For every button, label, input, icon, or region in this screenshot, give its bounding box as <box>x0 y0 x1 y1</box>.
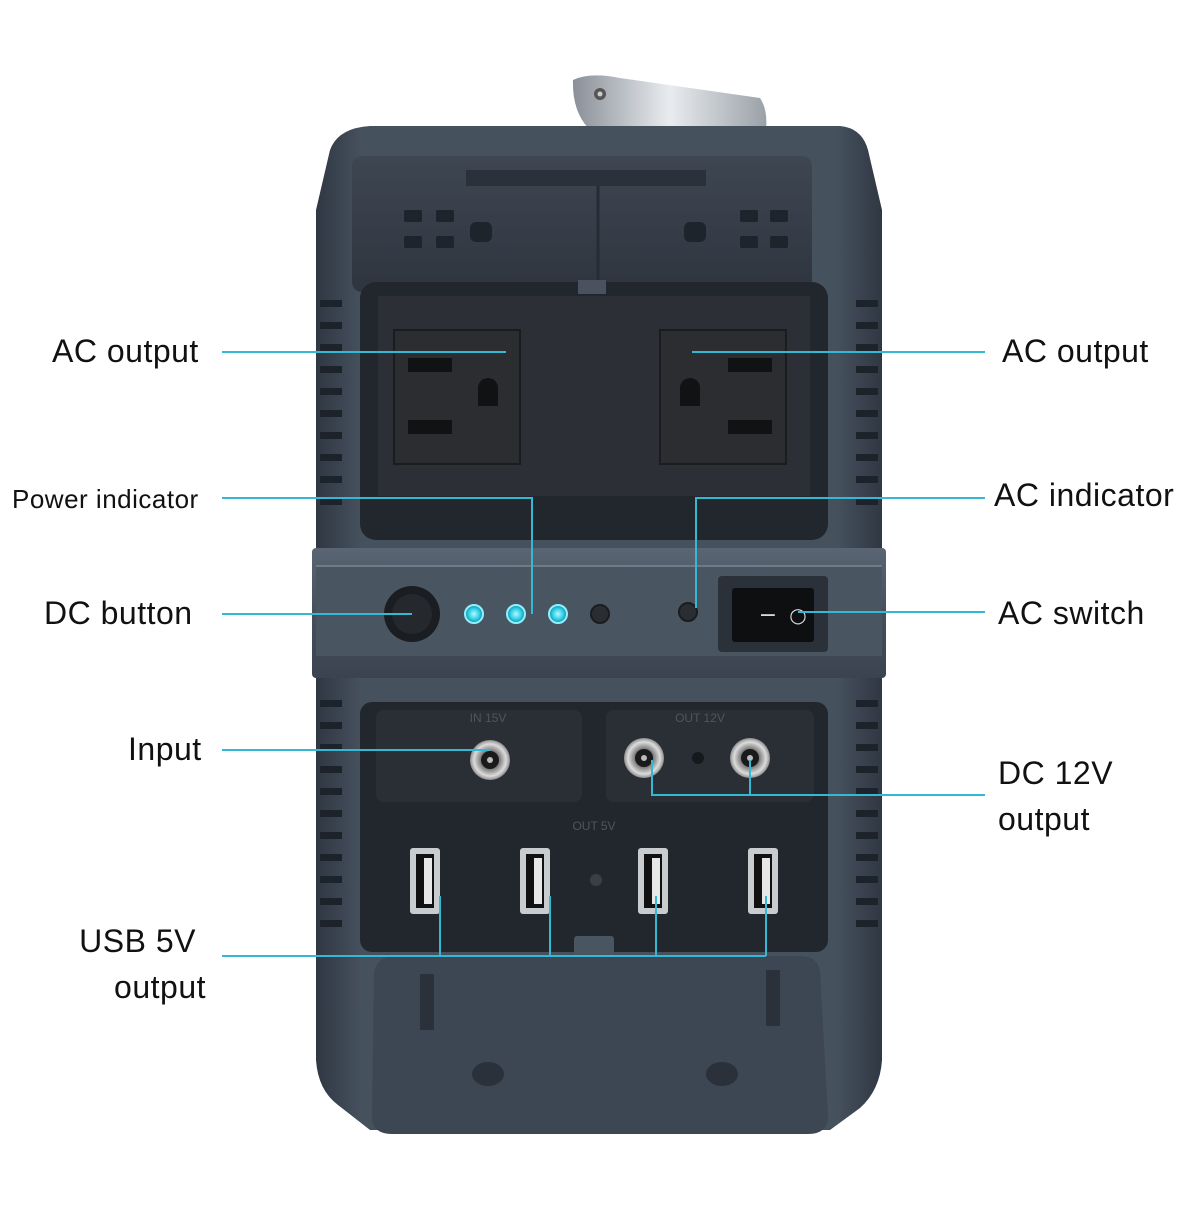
power-led-2 <box>506 604 526 624</box>
callout-lines <box>222 351 985 957</box>
ac-indicator-led <box>678 602 698 622</box>
usb-port-1[interactable] <box>410 848 440 914</box>
usb-port-4[interactable] <box>748 848 778 914</box>
callout-power-indicator <box>222 497 533 614</box>
switch-on-mark: ○ <box>789 603 806 627</box>
power-indicator-leds <box>464 604 610 624</box>
panel-out-5v-text: OUT 5V <box>572 819 615 833</box>
power-led-1 <box>464 604 484 624</box>
panel-out-12v-text: OUT 12V <box>675 711 725 725</box>
panel-in-15v-text: IN 15V <box>470 711 507 725</box>
label-dc12v-line2: output <box>998 801 1090 837</box>
callout-ac-indicator <box>695 497 985 608</box>
dc-input-jack[interactable] <box>470 740 510 780</box>
right-vents <box>856 300 878 927</box>
label-ac-switch: AC switch <box>998 595 1145 631</box>
ac-outlet-left[interactable] <box>393 329 521 465</box>
label-power-indicator: Power indicator <box>12 484 199 514</box>
dc-usb-panel: IN 15V OUT 12V OUT 5V <box>360 702 828 952</box>
label-dc-button: DC button <box>44 595 193 631</box>
upper-lid <box>352 156 812 292</box>
switch-off-mark: − <box>759 603 777 628</box>
usb-port-3[interactable] <box>638 848 668 914</box>
label-dc12v-line1: DC 12V <box>998 755 1114 791</box>
callout-dc12v <box>651 760 985 796</box>
left-vents <box>320 300 342 927</box>
label-ac-output-left: AC output <box>52 333 199 369</box>
label-ac-output-right: AC output <box>1002 333 1149 369</box>
usb-indicator <box>590 874 602 886</box>
ac-outlet-right[interactable] <box>659 329 787 465</box>
label-ac-indicator: AC indicator <box>994 477 1175 513</box>
label-input: Input <box>128 731 202 767</box>
ac-switch[interactable]: − ○ <box>718 576 828 652</box>
dc-12v-jack-1[interactable] <box>624 738 664 778</box>
label-usb-line1: USB 5V <box>79 923 196 959</box>
dc-12v-jack-2[interactable] <box>730 738 770 778</box>
dc-12v-indicator <box>692 752 704 764</box>
usb-port-2[interactable] <box>520 848 550 914</box>
power-led-4 <box>590 604 610 624</box>
lower-lid <box>372 936 828 1134</box>
label-usb-line2: output <box>114 969 206 1005</box>
carry-handle <box>572 75 767 130</box>
power-led-3 <box>548 604 568 624</box>
